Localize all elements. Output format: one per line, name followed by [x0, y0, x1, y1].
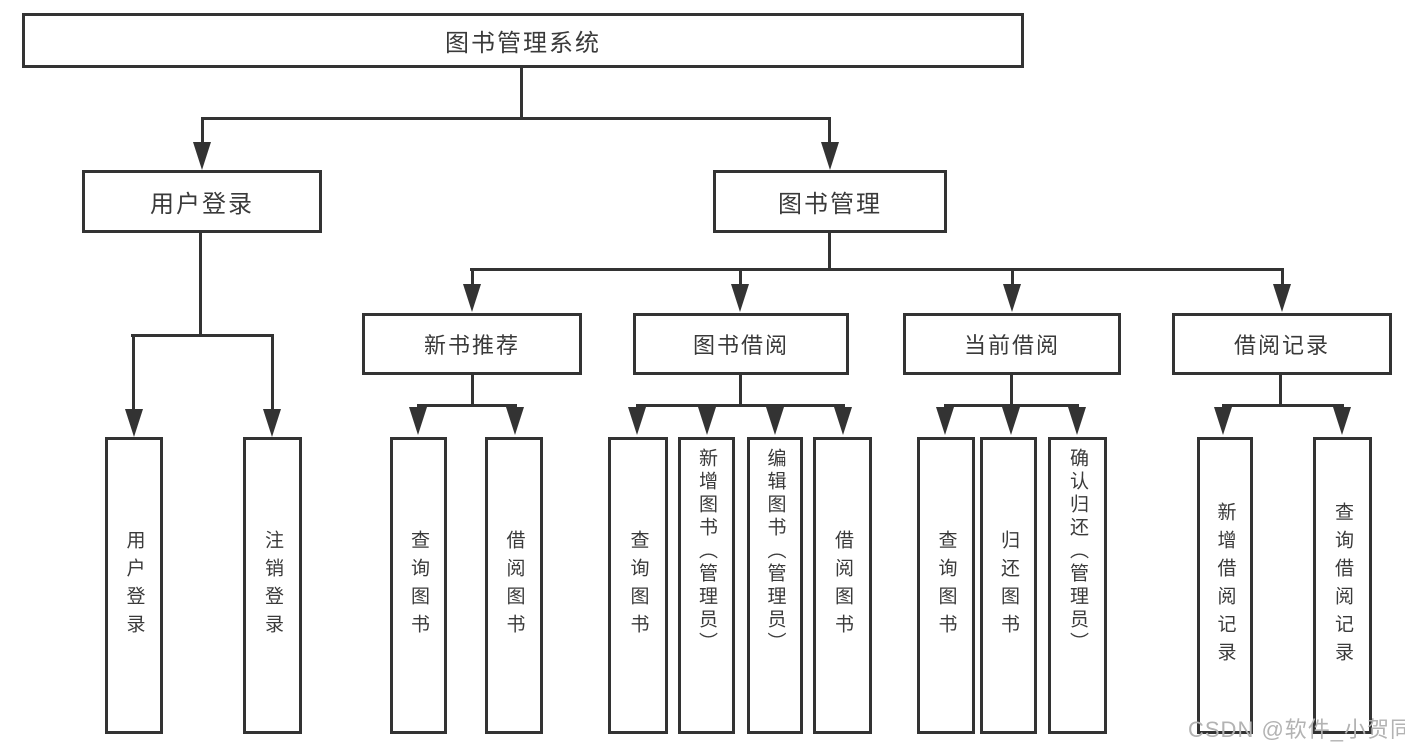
connector-new-book-rail: [417, 404, 517, 407]
arrowhead: [1002, 407, 1020, 435]
leaf-label: 确认归还（管理员）: [1067, 448, 1088, 655]
connector-root-rail: [201, 117, 831, 120]
node-label: 图书借阅: [692, 333, 789, 358]
arrowhead: [463, 284, 481, 312]
leaf-label: 查询图书: [935, 529, 957, 642]
connector-stem-borrow-records: [1281, 268, 1284, 288]
connector-user-login-rail: [131, 334, 274, 337]
node-label: 当前借阅: [963, 333, 1060, 358]
arrowhead: [1003, 284, 1021, 312]
leaf-label: 借阅图书: [832, 529, 853, 642]
node-new-book-recommend: 新书推荐: [362, 313, 582, 375]
arrowhead: [821, 142, 839, 170]
connector-stem-new-book: [471, 268, 474, 288]
arrowhead: [766, 407, 784, 435]
connector-current-borrow-rail: [944, 404, 1079, 407]
connector-book-borrow-vertical: [739, 375, 742, 407]
connector-new-book-vertical: [471, 375, 474, 407]
connector-stem-leaf-logout: [271, 334, 274, 410]
leaf-label: 编辑图书（管理员）: [764, 448, 786, 655]
leaf-confirm-return-admin: 确认归还（管理员）: [1048, 437, 1107, 734]
connector-stem-leaf-user-login: [132, 334, 135, 410]
connector-user-login-vertical: [199, 233, 202, 337]
leaf-add-book-admin: 新增图书（管理员）: [678, 437, 735, 734]
node-borrow-records: 借阅记录: [1172, 313, 1392, 375]
node-label: 图书管理: [778, 191, 882, 218]
leaf-label: 新增图书（管理员）: [696, 448, 717, 655]
node-current-borrow: 当前借阅: [903, 313, 1121, 375]
node-library-management-system: 图书管理系统: [22, 13, 1024, 68]
connector-stem-current-borrow: [1011, 268, 1014, 288]
arrowhead: [409, 407, 427, 435]
node-user-login: 用户登录: [82, 170, 322, 233]
arrowhead: [628, 407, 646, 435]
leaf-logout: 注销登录: [243, 437, 302, 734]
arrowhead: [936, 407, 954, 435]
connector-borrow-records-rail: [1222, 404, 1344, 407]
node-book-management: 图书管理: [713, 170, 947, 233]
leaf-label: 借阅图书: [503, 529, 525, 642]
connector-current-borrow-vertical: [1010, 375, 1013, 407]
connector-book-borrow-rail: [636, 404, 845, 407]
connector-book-management-rail: [470, 268, 1283, 271]
leaf-query-books-borrow: 查询图书: [608, 437, 668, 734]
leaf-label: 归还图书: [998, 529, 1019, 642]
leaf-label: 用户登录: [123, 529, 145, 642]
arrowhead: [834, 407, 852, 435]
connector-root-vertical: [520, 68, 523, 120]
arrowhead: [125, 409, 143, 437]
leaf-borrow-books-recommend: 借阅图书: [485, 437, 543, 734]
node-book-borrow: 图书借阅: [633, 313, 849, 375]
leaf-query-borrow-record: 查询借阅记录: [1313, 437, 1372, 734]
leaf-label: 查询图书: [627, 529, 649, 642]
watermark-text: CSDN @软件_小贺同学: [1188, 717, 1405, 742]
leaf-label: 注销登录: [262, 529, 283, 642]
connector-stem-user-login: [201, 117, 204, 145]
leaf-query-books-current: 查询图书: [917, 437, 975, 734]
leaf-query-books-recommend: 查询图书: [390, 437, 447, 734]
arrowhead: [1273, 284, 1291, 312]
arrowhead: [1068, 407, 1086, 435]
arrowhead: [263, 409, 281, 437]
leaf-label: 新增借阅记录: [1214, 501, 1236, 670]
connector-borrow-records-vertical: [1279, 375, 1282, 406]
leaf-return-book: 归还图书: [980, 437, 1037, 734]
leaf-edit-book-admin: 编辑图书（管理员）: [747, 437, 803, 734]
connector-stem-book-management: [828, 117, 831, 145]
connector-stem-book-borrow: [739, 268, 742, 288]
arrowhead: [1333, 407, 1351, 435]
node-label: 用户登录: [150, 191, 254, 218]
leaf-label: 查询借阅记录: [1332, 501, 1353, 670]
arrowhead: [193, 142, 211, 170]
node-label: 新书推荐: [423, 333, 520, 358]
leaf-user-login: 用户登录: [105, 437, 163, 734]
leaf-borrow-books-borrow: 借阅图书: [813, 437, 872, 734]
leaf-label: 查询图书: [408, 529, 429, 642]
connector-book-management-vertical: [828, 233, 831, 271]
node-label: 借阅记录: [1233, 333, 1330, 358]
arrowhead: [731, 284, 749, 312]
node-label: 图书管理系统: [445, 30, 601, 57]
arrowhead: [1214, 407, 1232, 435]
arrowhead: [698, 407, 716, 435]
leaf-add-borrow-record: 新增借阅记录: [1197, 437, 1253, 734]
arrowhead: [506, 407, 524, 435]
